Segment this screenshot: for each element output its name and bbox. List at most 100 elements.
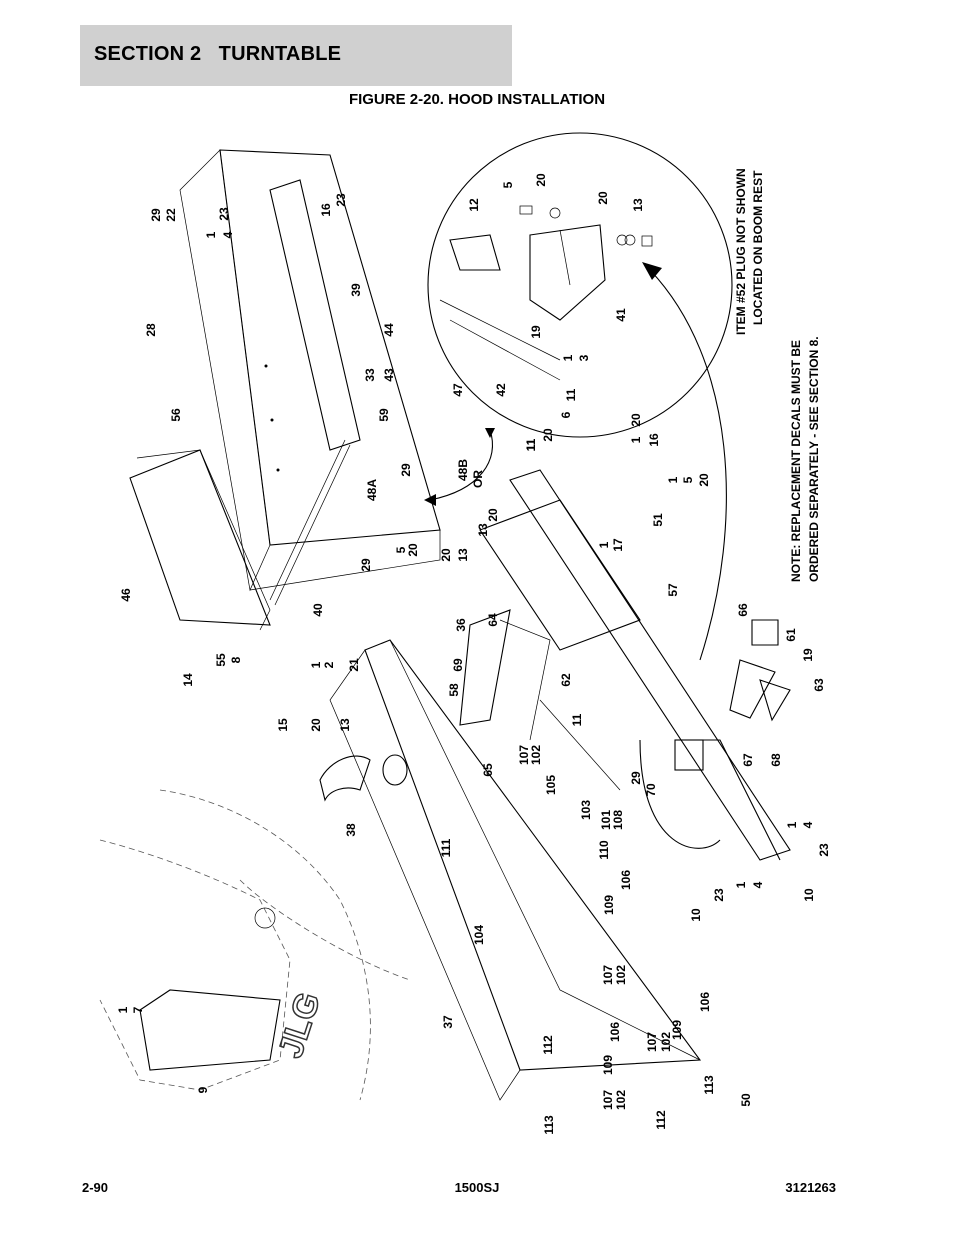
callout-12: 12 [467, 198, 481, 212]
callout-29: 29 [359, 558, 373, 572]
callout-29: 29 [149, 208, 163, 222]
main-frame [479, 469, 791, 861]
callout-22: 22 [164, 208, 178, 222]
callout-102: 102 [614, 1090, 628, 1110]
callout-1: 1 [597, 541, 611, 548]
callout-107: 107 [601, 1090, 615, 1110]
callout-8: 8 [229, 656, 243, 663]
callout-46: 46 [119, 588, 133, 602]
section-title: SECTION 2 TURNTABLE [94, 43, 342, 65]
callout-11: 11 [564, 388, 578, 401]
detail-contents [439, 205, 653, 381]
callout-4: 4 [801, 821, 815, 828]
callout-61: 61 [784, 628, 798, 642]
or-arrow [429, 429, 494, 501]
callout-20: 20 [439, 548, 453, 562]
callout-23: 23 [712, 888, 726, 902]
callout-20: 20 [309, 718, 323, 732]
callout-42: 42 [494, 383, 508, 397]
callout-29: 29 [399, 463, 413, 477]
figure-title: FIGURE 2-20. HOOD INSTALLATION [348, 91, 606, 108]
upper-rail [269, 179, 361, 606]
callout-112: 112 [541, 1035, 555, 1055]
callout-59: 59 [377, 408, 391, 422]
elbow-part [319, 754, 408, 802]
callout-103: 103 [579, 800, 593, 820]
callout-113: 113 [702, 1075, 716, 1095]
callout-11: 11 [524, 438, 538, 451]
callout-65: 65 [481, 763, 495, 777]
callout-10: 10 [689, 908, 703, 922]
callout-104: 104 [472, 925, 486, 945]
callout-50: 50 [739, 1093, 753, 1107]
page-number: 2-90 [82, 1180, 109, 1195]
callout-62: 62 [559, 673, 573, 687]
plug-note-line2: LOCATED ON BOOM REST [751, 170, 765, 325]
plug-note-line1: ITEM #52 PLUG NOT SHOWN [734, 168, 748, 335]
callout-15: 15 [276, 718, 290, 732]
detail-circle [427, 132, 733, 438]
callout-2: 2 [322, 661, 336, 668]
callout-4: 4 [221, 231, 235, 238]
callout-11: 11 [524, 438, 538, 451]
lower-bars [459, 609, 621, 791]
callout-69: 69 [451, 658, 465, 672]
callout-10: 10 [802, 888, 816, 902]
callout-6: 6 [559, 411, 573, 418]
callout-109: 109 [602, 895, 616, 915]
callout-16: 16 [647, 433, 661, 447]
callout-106: 106 [619, 870, 633, 890]
callout-106: 106 [608, 1022, 622, 1042]
callout-23: 23 [334, 193, 348, 207]
callout-20: 20 [541, 428, 555, 442]
callout-4: 4 [751, 881, 765, 888]
callout-20: 20 [697, 473, 711, 487]
callout-13: 13 [631, 198, 645, 212]
callout-1: 1 [629, 436, 643, 443]
callout-20: 20 [406, 543, 420, 557]
turntable-outline: JLG [99, 789, 411, 1101]
callout-20: 20 [596, 191, 610, 205]
callout-29: 29 [629, 771, 643, 785]
document-number: 3121263 [785, 1180, 836, 1195]
model-number: 1500SJ [454, 1180, 500, 1195]
decals-note-line2: ORDERED SEPARATELY - SEE SECTION 8. [807, 336, 821, 582]
callout-20: 20 [629, 413, 643, 427]
callout-40: 40 [311, 603, 325, 617]
callout-16: 16 [319, 203, 333, 217]
callout-33: 33 [363, 368, 377, 382]
callout-19: 19 [801, 648, 815, 662]
or-label: OR [471, 470, 485, 488]
callout-3: 3 [577, 354, 591, 361]
callout-13: 13 [338, 718, 352, 732]
callout-112: 112 [654, 1110, 668, 1130]
decals-note-line1: NOTE: REPLACEMENT DECALS MUST BE [789, 340, 803, 582]
callout-39: 39 [349, 283, 363, 297]
callout-38: 38 [344, 823, 358, 837]
lower-hood-panel [329, 639, 702, 1101]
callout-48A: 48A [365, 479, 379, 501]
callout-1: 1 [666, 476, 680, 483]
callout-36: 36 [454, 618, 468, 632]
callout-55: 55 [214, 653, 228, 667]
callout-44: 44 [382, 323, 396, 337]
callout-102: 102 [659, 1032, 673, 1052]
callout-5: 5 [501, 181, 515, 188]
callout-21: 21 [347, 658, 361, 672]
callout-37: 37 [441, 1015, 455, 1029]
callout-1: 1 [116, 1006, 130, 1013]
callout-101: 101 [599, 810, 613, 830]
callout-13: 13 [476, 523, 490, 537]
callout-108: 108 [611, 810, 625, 830]
callout-109: 109 [670, 1020, 684, 1040]
callout-111: 111 [439, 838, 453, 857]
callout-1: 1 [204, 231, 218, 238]
callout-1: 1 [734, 881, 748, 888]
callout-11: 11 [570, 713, 584, 726]
callout-43: 43 [382, 368, 396, 382]
callout-64: 64 [486, 613, 500, 627]
callout-70: 70 [644, 783, 658, 797]
callout-1: 1 [309, 661, 323, 668]
callout-67: 67 [741, 753, 755, 767]
